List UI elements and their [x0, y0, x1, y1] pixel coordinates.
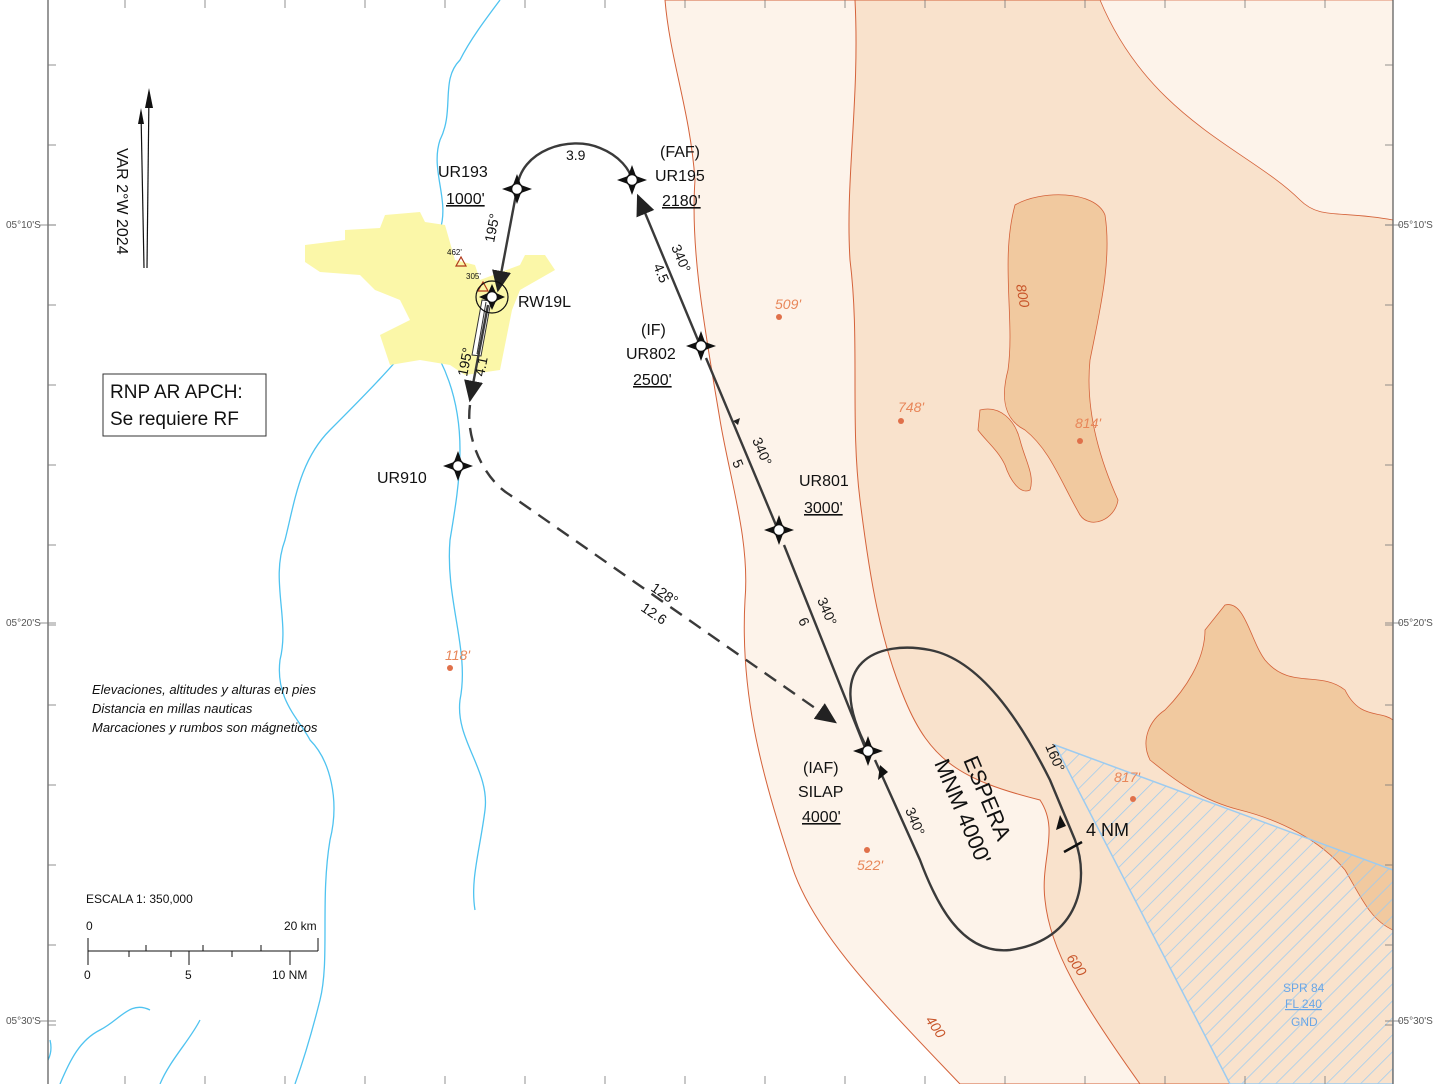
rw-ur910-course: 195° [454, 346, 475, 377]
ur195-symbol [617, 165, 647, 195]
variation-arrow: VAR 2°W 2024 [113, 88, 153, 269]
rf-arc-ur193-ur195 [515, 142, 634, 190]
spot-814 [1077, 438, 1083, 444]
holding-pattern [849, 646, 1083, 952]
ur801-symbol [764, 515, 794, 545]
chart-notes: Elevaciones, altitudes y alturas en pies… [92, 682, 318, 735]
town-area [305, 212, 555, 375]
scale-nm-5: 5 [185, 968, 192, 982]
holding-limit-mark [1063, 840, 1083, 854]
spot-522 [864, 847, 870, 853]
ur802-ur195-course: 340° [668, 242, 694, 275]
ur195-alt: 2180' [662, 193, 701, 210]
rnp-requirement-box: RNP AR APCH: Se requiere RF [102, 373, 267, 437]
elev-118: 118' [445, 647, 471, 663]
lat-label-right-1: 05°10'S [1398, 220, 1433, 231]
ur802-name: UR802 [626, 346, 676, 363]
terrain-above-800-north [1004, 194, 1119, 523]
terrain-mask-west [1099, 0, 1393, 221]
scale-km-0: 0 [86, 919, 93, 933]
missed-approach [468, 404, 837, 724]
terrain-above-800-spur [977, 408, 1032, 492]
silap-alt: 4000' [802, 809, 841, 826]
elev-748: 748' [898, 399, 925, 415]
elev-817: 817' [1114, 769, 1141, 785]
elev-522: 522' [857, 857, 884, 873]
ur802-role: (IF) [641, 322, 666, 339]
spot-118 [447, 665, 453, 671]
holding-outbound-arrow [1056, 815, 1066, 830]
approach-tracks [464, 142, 1083, 952]
elev-462: 462' [447, 248, 462, 257]
spr-lower: GND [1291, 1015, 1318, 1029]
silap-name: SILAP [798, 784, 843, 801]
holding-inbound-arrow [878, 765, 888, 780]
variation-label: VAR 2°W 2024 [113, 148, 130, 255]
elev-814: 814' [1075, 415, 1102, 431]
ur193-rw-course: 195° [481, 212, 502, 243]
lat-label-left-3: 05°30'S [6, 1016, 41, 1027]
rw19l-symbol [475, 280, 509, 314]
waypoint-labels: UR193 1000' (FAF) UR195 2180' RW19L (IF)… [377, 144, 849, 826]
contour-800-label: 800 [1013, 283, 1033, 309]
rivers [48, 0, 501, 1084]
ur195-role: (FAF) [660, 144, 700, 161]
note-line-2: Distancia en millas nauticas [92, 701, 253, 716]
ur910-name: UR910 [377, 470, 427, 487]
spot-elevations: 509' 748' 814' 118' 817' 522' 462' 305' [445, 248, 1141, 873]
ur193-name: UR193 [438, 164, 488, 181]
lat-label-left-2: 05°20'S [6, 618, 41, 629]
frame [47, 0, 1394, 1084]
ur801-name: UR801 [799, 473, 849, 490]
spr-upper: FL 240 [1285, 997, 1322, 1011]
graticule-ticks [40, 0, 1401, 1084]
scale-km-20: 20 km [284, 919, 317, 933]
elev-305: 305' [466, 272, 481, 281]
holding-leg-length: 4 NM [1086, 820, 1129, 840]
rnp-line-2: Se requiere RF [110, 409, 239, 430]
silap-role: (IAF) [803, 760, 839, 777]
note-line-1: Elevaciones, altitudes y alturas en pies [92, 682, 317, 697]
scale-bar: ESCALA 1: 350,000 0 20 km 0 5 10 NM [84, 892, 319, 982]
obstacle-462-icon [454, 255, 468, 267]
spot-509 [776, 314, 782, 320]
lat-label-right-3: 05°30'S [1398, 1016, 1433, 1027]
spot-817 [1130, 796, 1136, 802]
ur802-symbol [686, 331, 716, 361]
silap-symbol [853, 736, 883, 766]
waypoint-symbols [443, 165, 883, 766]
ur802-alt: 2500' [633, 372, 672, 389]
lat-label-right-2: 05°20'S [1398, 618, 1433, 629]
arrow-ur801-ur802 [733, 418, 740, 425]
elev-509: 509' [775, 296, 802, 312]
spot-748 [898, 418, 904, 424]
rnp-line-1: RNP AR APCH: [110, 382, 243, 403]
latitude-labels: 05°10'S 05°10'S 05°20'S 05°20'S 05°30'S … [6, 220, 1433, 1027]
leg-ur802-ur195 [636, 193, 702, 346]
restricted-area-spr84 [1053, 743, 1393, 1084]
ur802-ur195-distance: 4.5 [650, 261, 672, 285]
scale-nm-10: 10 NM [272, 968, 307, 982]
rw19l-name: RW19L [518, 294, 571, 311]
note-line-3: Marcaciones y rumbos son mágneticos [92, 720, 318, 735]
leg-ur193-rw19l [492, 188, 519, 293]
scale-title: ESCALA 1: 350,000 [86, 892, 193, 906]
lat-label-left-1: 05°10'S [6, 220, 41, 231]
map-area [48, 0, 1393, 1084]
spr-name: SPR 84 [1283, 981, 1325, 995]
restricted-area-label: SPR 84 FL 240 GND [1283, 981, 1325, 1029]
ur195-name: UR195 [655, 168, 705, 185]
leg-rw19l-missed [464, 304, 490, 403]
ur193-symbol [502, 174, 532, 204]
ur910-symbol [443, 451, 473, 481]
leg-silap-ur801 [782, 544, 868, 751]
arc-distance: 3.9 [566, 147, 586, 163]
ur193-alt: 1000' [446, 191, 485, 208]
rw-ur910-distance: 4.1 [471, 355, 490, 377]
scale-nm-0: 0 [84, 968, 91, 982]
leg-ur801-ur802 [704, 357, 780, 531]
ur801-alt: 3000' [804, 500, 843, 517]
